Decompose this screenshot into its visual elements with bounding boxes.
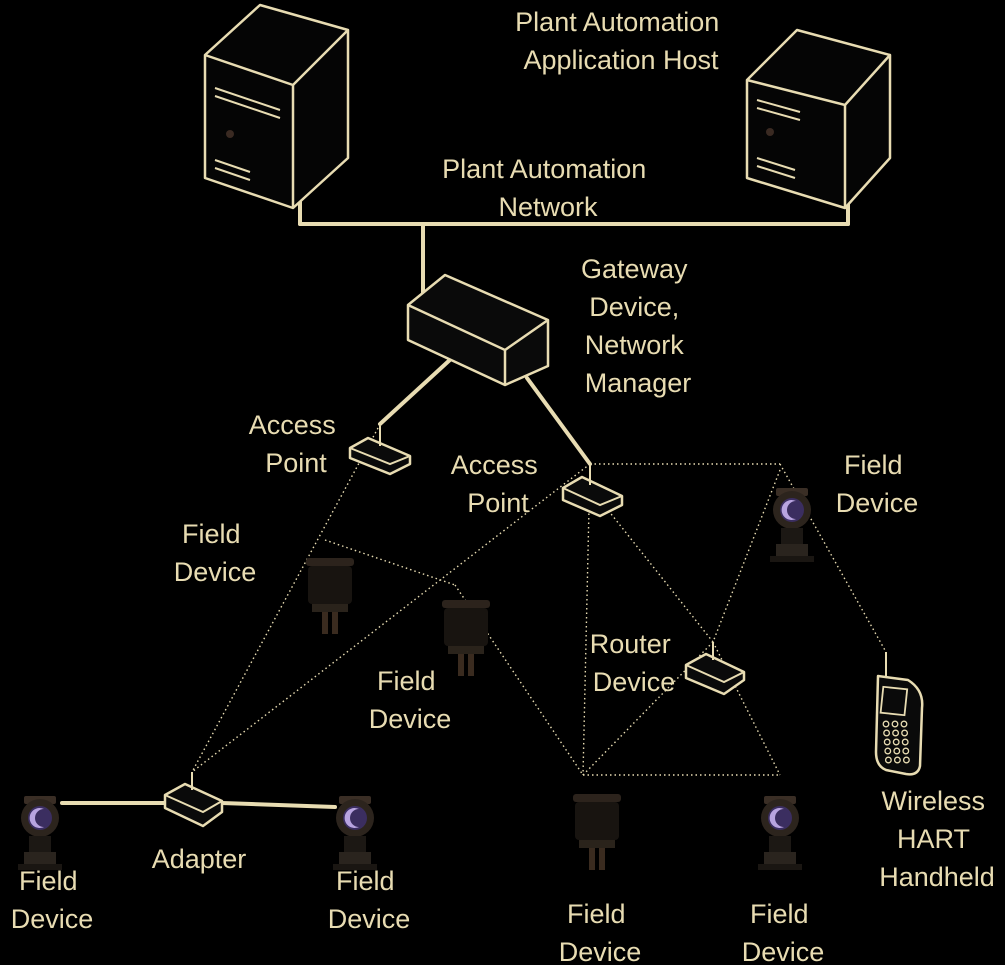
handheld-key-6	[883, 738, 891, 746]
server-left-slot-1	[214, 87, 281, 111]
field-device-bottom-2-label: Field Device	[328, 866, 411, 934]
adapter-box-icon	[163, 772, 224, 828]
field-device-right-top-label: Field Device	[836, 450, 919, 518]
handheld-key-13	[893, 756, 901, 764]
router-edge	[685, 664, 745, 684]
level-device-left-icon	[306, 558, 354, 634]
gateway-box-icon	[406, 273, 550, 387]
ap-center-body	[561, 475, 624, 518]
ap-left-body	[348, 436, 412, 476]
field-device-center-label: Field Device	[369, 666, 452, 734]
field-device-bottom-1-label: Field Device	[11, 866, 94, 934]
server-left-icon	[203, 3, 350, 210]
access-point-left-icon	[348, 426, 412, 476]
server-right-slot-1	[756, 99, 801, 113]
adapter-body	[163, 782, 224, 828]
handheld-key-4	[892, 729, 900, 737]
mesh-field-tr-to-router	[712, 469, 781, 643]
handheld-key-11	[902, 747, 910, 755]
router-label: Router Device	[590, 629, 679, 697]
handheld-key-0	[882, 720, 890, 728]
transmitter-bottom-left-icon	[18, 796, 62, 870]
field-device-bottom-3-label: Field Device	[559, 899, 642, 965]
handheld-keypad	[882, 720, 910, 764]
ap-center-edge	[562, 487, 623, 507]
handheld-device-icon	[874, 652, 924, 776]
server-right-slot-4	[756, 165, 796, 179]
transmitter-top-right-icon	[770, 488, 814, 562]
field-device-left-label: Field Device	[174, 519, 257, 587]
wired-network-lines	[60, 188, 850, 809]
handheld-key-3	[883, 729, 891, 737]
router-body	[684, 652, 746, 696]
field-device-bottom-4-label: Field Device	[742, 899, 825, 965]
wire-gateway-to-ap-left	[378, 356, 454, 426]
server-right-icon	[745, 28, 892, 210]
server-left-slot-3	[214, 159, 251, 173]
host-label: Plant Automation Application Host	[515, 7, 727, 75]
handheld-key-9	[884, 747, 892, 755]
access-point-center-label: Access Point	[451, 450, 546, 518]
mesh-field-left-to-center	[324, 539, 456, 586]
handheld-key-1	[891, 720, 899, 728]
handheld-key-10	[893, 747, 901, 755]
level-device-center-icon	[442, 600, 490, 676]
wireless-mesh-links	[191, 427, 887, 776]
handheld-key-7	[892, 738, 900, 746]
handheld-screen	[879, 685, 909, 717]
mesh-ap-center-to-router	[599, 499, 714, 643]
handheld-key-2	[900, 720, 908, 728]
access-point-center-icon	[561, 464, 624, 518]
access-point-left-label: Access Point	[249, 410, 344, 478]
handheld-key-5	[901, 729, 909, 737]
adapter-label: Adapter	[152, 844, 247, 874]
gateway-body	[406, 273, 550, 387]
level-device-bottom-icon	[573, 794, 621, 870]
handheld-key-8	[901, 738, 909, 746]
server-left-slot-4	[214, 167, 251, 181]
server-right-slot-3	[756, 157, 796, 171]
transmitter-bottom-mid-icon	[333, 796, 377, 870]
server-right-led	[766, 128, 774, 136]
handheld-key-14	[902, 756, 910, 764]
server-right-front	[745, 28, 892, 210]
router-box-icon	[684, 642, 746, 696]
server-left-front	[203, 3, 350, 210]
handheld-label: Wireless HART Handheld	[879, 786, 995, 892]
mesh-ap-center-to-adapter	[191, 463, 591, 773]
adapter-edge	[164, 794, 223, 814]
transmitter-bottom-right-icon	[758, 796, 802, 870]
handheld-key-12	[884, 756, 892, 764]
wire-gateway-to-ap-center	[525, 376, 592, 466]
ap-left-edge	[349, 447, 411, 466]
server-right-slot-2	[756, 107, 801, 121]
handheld-body	[874, 674, 924, 776]
server-left-slot-2	[214, 95, 281, 119]
network-label: Plant Automation Network	[442, 154, 654, 222]
wire-adapter-to-field-2	[220, 801, 337, 809]
gateway-label: Gateway Device, Network Manager	[581, 254, 695, 398]
server-left-led	[226, 130, 234, 138]
